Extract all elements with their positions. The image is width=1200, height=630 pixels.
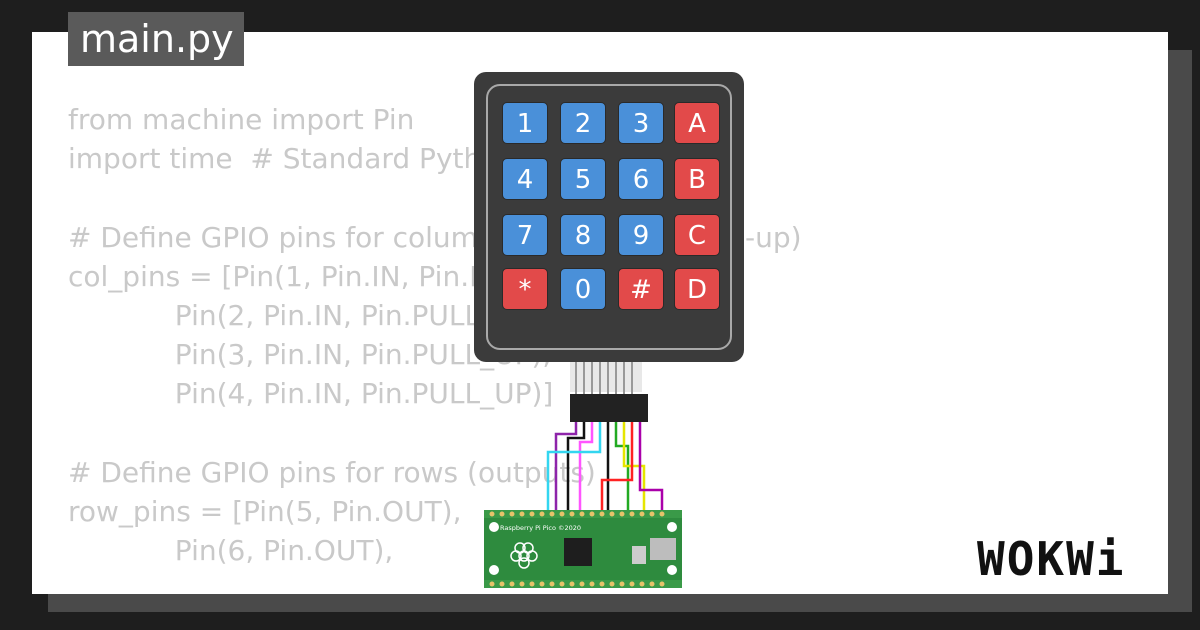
pico-board-diagram: Raspberry Pi Pico ©2020 [484, 362, 682, 588]
rp2040-chip [564, 538, 592, 566]
jumper-wires [546, 422, 664, 510]
key-6[interactable]: 6 [618, 158, 664, 200]
key-8[interactable]: 8 [560, 214, 606, 256]
code-line: Pin(3, Pin.IN, Pin.PULL_UP), [68, 338, 552, 372]
key-9[interactable]: 9 [618, 214, 664, 256]
code-line: from machine import Pin [68, 103, 415, 136]
code-line: Pin(6, Pin.OUT), [68, 534, 394, 568]
key-7[interactable]: 7 [502, 214, 548, 256]
ribbon-cable [570, 362, 642, 394]
key-hash[interactable]: # [618, 268, 664, 310]
keypad-frame [486, 84, 732, 350]
code-line: Pin(4, Pin.IN, Pin.PULL_UP)] [68, 377, 554, 411]
code-line: row_pins = [Pin(5, Pin.OUT), [68, 494, 462, 528]
board-label: Raspberry Pi Pico ©2020 [500, 524, 581, 532]
key-star[interactable]: * [502, 268, 548, 310]
key-c[interactable]: C [674, 214, 720, 256]
key-2[interactable]: 2 [560, 102, 606, 144]
key-a[interactable]: A [674, 102, 720, 144]
header-connector [570, 394, 648, 422]
key-0[interactable]: 0 [560, 268, 606, 310]
key-5[interactable]: 5 [560, 158, 606, 200]
membrane-keypad[interactable]: 1 2 3 A 4 5 6 B 7 8 9 C * 0 # D [474, 72, 744, 362]
key-1[interactable]: 1 [502, 102, 548, 144]
key-4[interactable]: 4 [502, 158, 548, 200]
raspberry-logo-icon [510, 542, 538, 569]
code-line: # Define GPIO pins for rows (outputs) [68, 455, 596, 489]
usb-port [650, 538, 676, 560]
key-b[interactable]: B [674, 158, 720, 200]
wokwi-logo: WOKWi [977, 532, 1126, 586]
file-tab-main-py[interactable]: main.py [68, 12, 244, 66]
raspberry-pi-pico[interactable]: Raspberry Pi Pico ©2020 [484, 510, 682, 588]
key-d[interactable]: D [674, 268, 720, 310]
key-3[interactable]: 3 [618, 102, 664, 144]
